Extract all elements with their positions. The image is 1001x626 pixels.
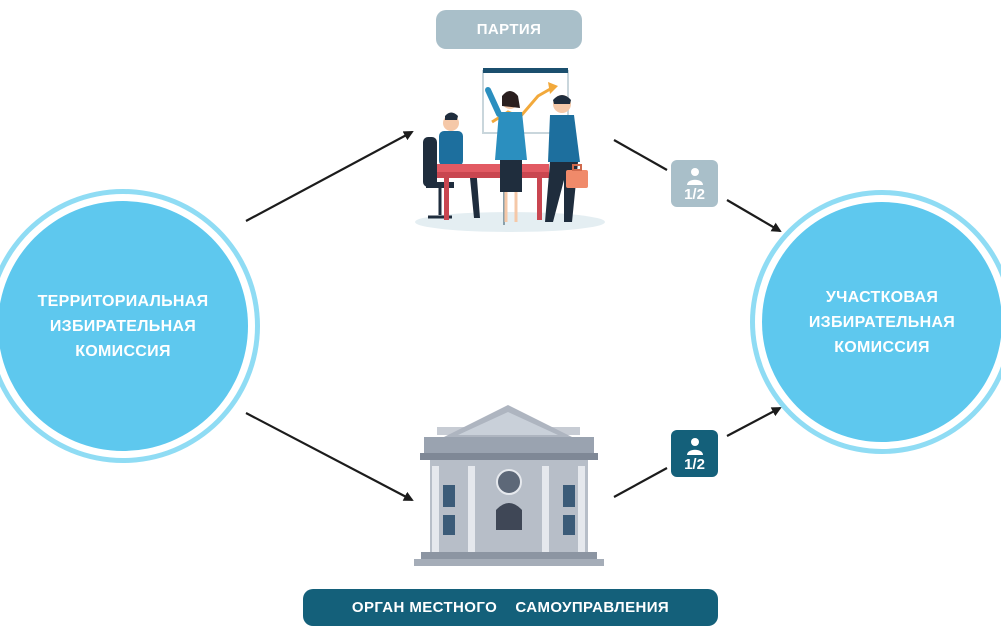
arrow-left-to-party <box>245 131 414 222</box>
party-label-pill: ПАРТИЯ <box>436 10 582 49</box>
local-gov-share-badge: 1/2 <box>671 430 718 477</box>
local-gov-label: ОРГАН МЕСТНОГО САМОУПРАВЛЕНИЯ <box>351 599 670 616</box>
local-gov-share-text: 1/2 <box>684 456 705 473</box>
territorial-commission-node: ТЕРРИТОРИАЛЬНАЯ ИЗБИРАТЕЛЬНАЯ КОМИССИЯ <box>0 201 248 451</box>
arrow-left-to-local-gov <box>245 412 414 501</box>
person-icon <box>686 438 703 455</box>
precinct-commission-label: УЧАСТКОВАЯ ИЗБИРАТЕЛЬНАЯ КОМИССИЯ <box>808 288 956 356</box>
arrow-badge-to-right-lower <box>726 407 782 437</box>
local-gov-label-pill: ОРГАН МЕСТНОГО САМОУПРАВЛЕНИЯ <box>303 589 718 626</box>
arrow-party-to-badge <box>613 139 668 171</box>
party-share-badge: 1/2 <box>671 160 718 207</box>
party-share-text: 1/2 <box>684 186 705 203</box>
territorial-commission-label: ТЕРРИТОРИАЛЬНАЯ ИЗБИРАТЕЛЬНАЯ КОМИССИЯ <box>37 292 209 360</box>
arrow-local-gov-to-badge <box>613 467 668 498</box>
arrow-badge-to-right <box>726 199 782 233</box>
person-icon <box>686 168 703 185</box>
party-label: ПАРТИЯ <box>476 21 542 38</box>
precinct-commission-node: УЧАСТКОВАЯ ИЗБИРАТЕЛЬНАЯ КОМИССИЯ <box>762 202 1001 442</box>
